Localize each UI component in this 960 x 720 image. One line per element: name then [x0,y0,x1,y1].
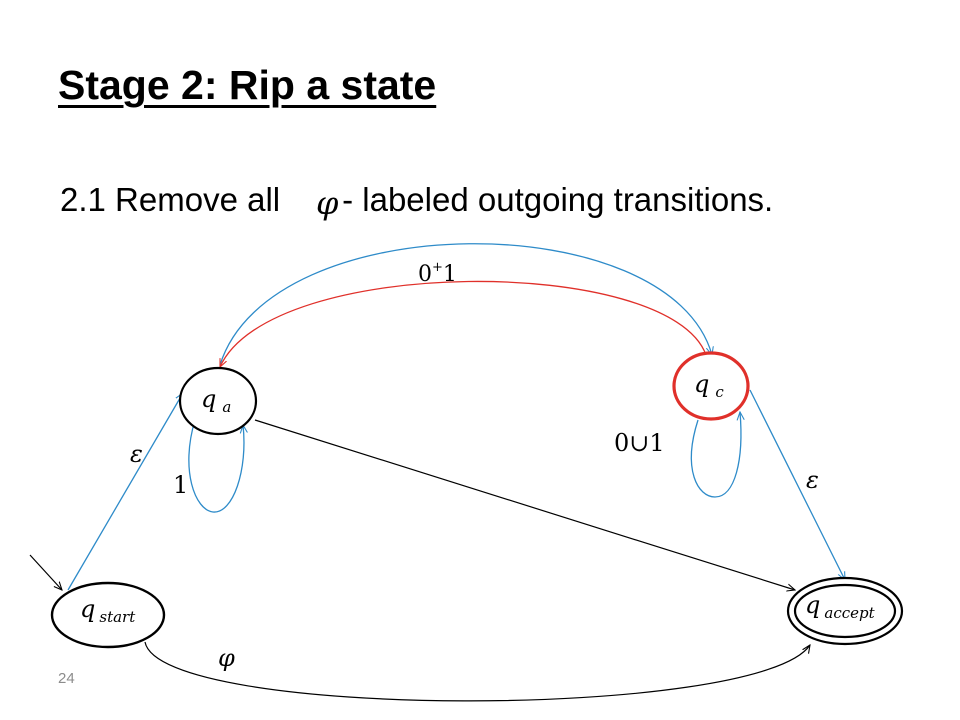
state-qa-circle [178,366,258,436]
loop-qa [188,419,244,513]
label-qstart-qaccept: φ [218,644,235,672]
page-number: 24 [58,670,75,687]
label-qc-qaccept: ε [806,466,819,494]
edge-qstart-to-qaccept [144,641,810,702]
state-qc-circle [672,351,750,421]
subtitle-phi-symbol: φ [316,184,339,222]
subtitle-prefix: 2.1 Remove all [60,181,281,218]
label-loop-qa: 1 [173,471,188,499]
label-qstart-qa: ε [130,440,143,468]
edge-qa-to-qc [219,243,712,366]
state-qaccept-inner-ring [793,583,897,639]
label-loop-qc: 0∪1 [614,429,665,457]
slide-title: Stage 2: Rip a state [58,62,437,108]
state-qstart-circle [50,581,166,649]
state-qaccept-outer-ring [786,576,904,646]
slide-subtitle: 2.1 Remove all - labeled outgoing transit… [60,180,773,220]
edge-qc-to-qaccept [749,389,845,580]
initial-arrow [29,554,62,590]
edge-qc-to-qa-red [219,280,707,367]
loop-qc [690,412,741,498]
edge-qa-to-qaccept [254,419,795,590]
subtitle-suffix: - labeled outgoing transitions. [342,181,774,218]
edge-qstart-to-qa [67,393,183,591]
